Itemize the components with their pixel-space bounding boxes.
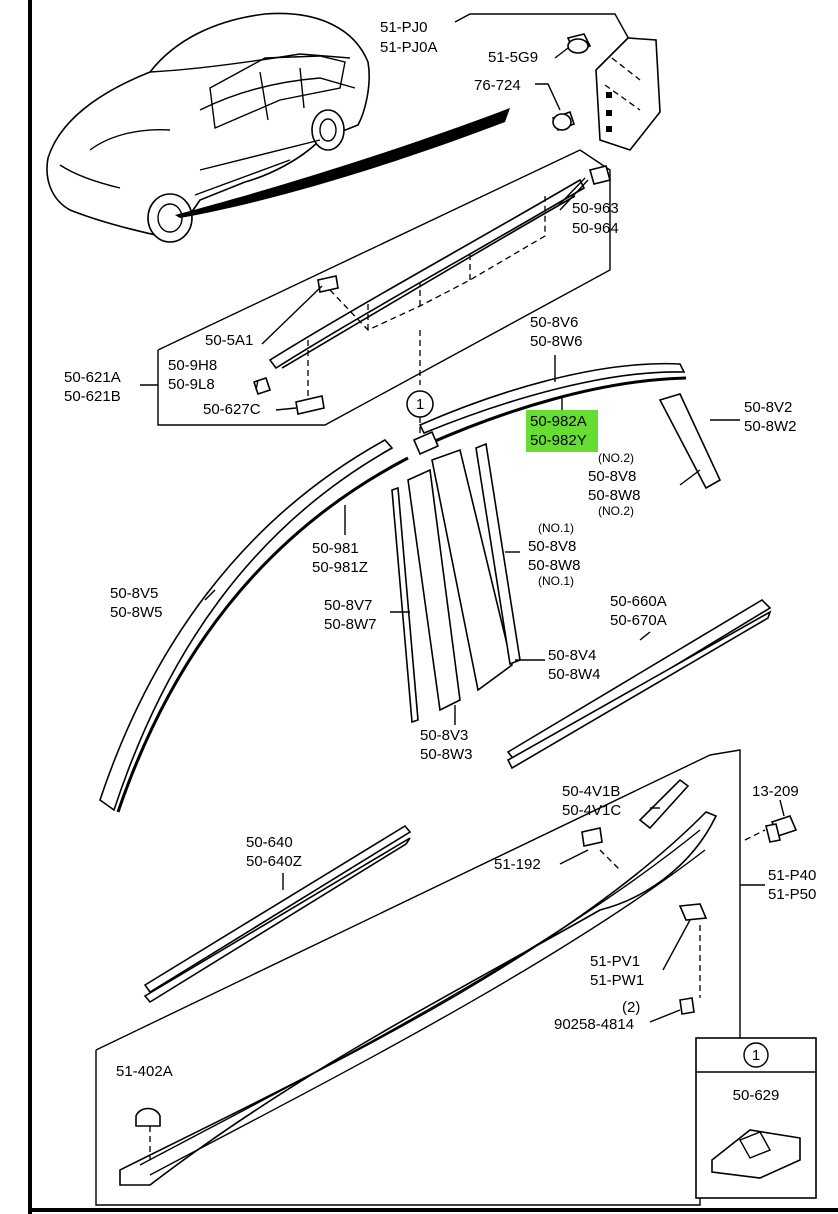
- side-sill-box: [95, 749, 798, 1206]
- label-51-pw1: 51-PW1: [590, 972, 644, 989]
- label-50-8v4: 50-8V4: [548, 647, 596, 664]
- label-50-660a: 50-660A: [610, 593, 667, 610]
- label-50-4v1c: 50-4V1C: [562, 802, 621, 819]
- highlight-50-982: [526, 410, 598, 452]
- label-50-640z: 50-640Z: [246, 853, 302, 870]
- callout-circle-1: 1: [406, 390, 434, 440]
- label-50-981z: 50-981Z: [312, 559, 368, 576]
- part-number-labels: 51-PJ0 51-PJ0A 51-5G9 76-724 50-963 50-9…: [64, 19, 816, 1080]
- door-moldings: [99, 362, 772, 813]
- label-50-9l8: 50-9L8: [168, 376, 215, 393]
- label-50-621b: 50-621B: [64, 388, 121, 405]
- label-no1-top: (NO.1): [538, 521, 574, 535]
- label-50-8w7: 50-8W7: [324, 616, 377, 633]
- leader-lines: [140, 179, 785, 1023]
- label-quantity-2: (2): [622, 999, 640, 1016]
- label-50-8w8-no1: 50-8W8: [528, 557, 581, 574]
- label-51-p40: 51-P40: [768, 867, 816, 884]
- roof-molding-box: [157, 149, 611, 426]
- label-90258-4814: 90258-4814: [554, 1016, 634, 1033]
- callout-1-number: 1: [416, 396, 424, 413]
- car-illustration: [46, 12, 510, 243]
- label-50-9h8: 50-9H8: [168, 357, 217, 374]
- label-50-8w6: 50-8W6: [530, 333, 583, 350]
- label-50-8v2: 50-8V2: [744, 399, 792, 416]
- label-50-8v7: 50-8V7: [324, 597, 372, 614]
- label-50-982a: 50-982A: [530, 413, 587, 430]
- label-50-963: 50-963: [572, 200, 619, 217]
- label-51-402a: 51-402A: [116, 1063, 173, 1080]
- label-50-629: 50-629: [733, 1087, 780, 1104]
- label-50-8w3: 50-8W3: [420, 746, 473, 763]
- label-13-209: 13-209: [752, 783, 799, 800]
- inset-callout-number: 1: [752, 1047, 760, 1064]
- label-50-8w2: 50-8W2: [744, 418, 797, 435]
- label-50-627c: 50-627C: [203, 401, 261, 418]
- label-50-670a: 50-670A: [610, 612, 667, 629]
- label-50-5a1: 50-5A1: [205, 332, 253, 349]
- label-51-pv1: 51-PV1: [590, 953, 640, 970]
- label-50-8w5: 50-8W5: [110, 604, 163, 621]
- label-50-982y: 50-982Y: [530, 432, 587, 449]
- label-76-724: 76-724: [474, 77, 521, 94]
- label-50-8v8-no2: 50-8V8: [588, 468, 636, 485]
- label-no2-top: (NO.2): [598, 451, 634, 465]
- label-51-192: 51-192: [494, 856, 541, 873]
- label-50-981: 50-981: [312, 540, 359, 557]
- label-50-621a: 50-621A: [64, 369, 121, 386]
- label-no2-bottom: (NO.2): [598, 504, 634, 518]
- label-50-8w4: 50-8W4: [548, 666, 601, 683]
- label-50-640: 50-640: [246, 834, 293, 851]
- label-50-8v8-no1: 50-8V8: [528, 538, 576, 555]
- label-no1-bottom: (NO.1): [538, 574, 574, 588]
- label-50-964: 50-964: [572, 220, 619, 237]
- inset-box: 1 50-629: [695, 1037, 817, 1199]
- label-51-pj0: 51-PJ0: [380, 19, 428, 36]
- label-50-8v6: 50-8V6: [530, 314, 578, 331]
- mudflap-clip-assembly: [454, 13, 661, 151]
- label-50-4v1b: 50-4V1B: [562, 783, 620, 800]
- label-50-8v5: 50-8V5: [110, 585, 158, 602]
- label-51-5g9: 51-5G9: [488, 49, 538, 66]
- label-51-p50: 51-P50: [768, 886, 816, 903]
- label-50-8w8-no2: 50-8W8: [588, 487, 641, 504]
- label-51-pj0a: 51-PJ0A: [380, 39, 438, 56]
- label-50-8v3: 50-8V3: [420, 727, 468, 744]
